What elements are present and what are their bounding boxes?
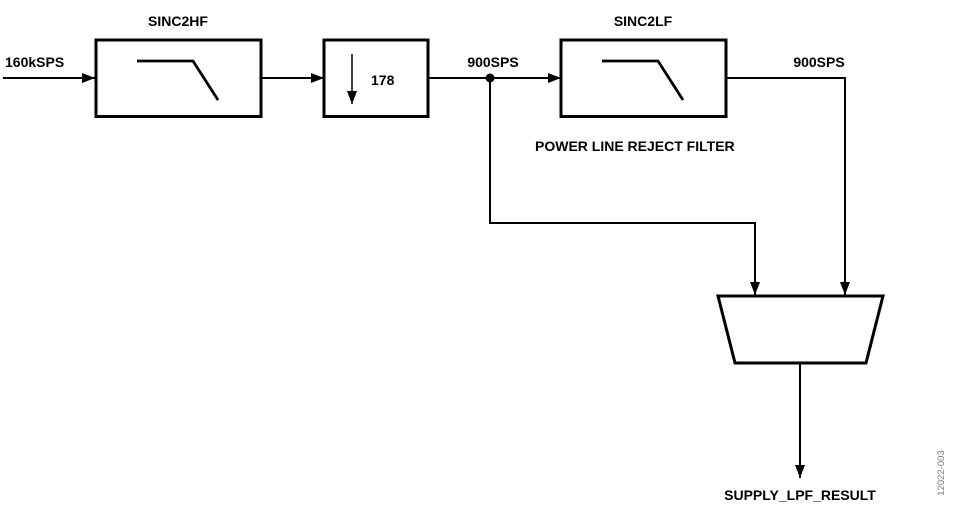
lowpass-filter-curve-icon (137, 59, 220, 101)
sinc2lf-to-mux-arrow (726, 77, 850, 295)
bypass-to-mux-arrow (489, 78, 760, 295)
figure-code-label: 12022-003 (936, 450, 947, 495)
output-rate-label: 900SPS (793, 54, 844, 70)
sinc2hf-title: SINC2HF (148, 13, 208, 29)
sinc2lf-caption: POWER LINE REJECT FILTER (535, 138, 735, 154)
mid-rate-label: 900SPS (467, 54, 518, 70)
lowpass-filter-curve-icon (602, 59, 685, 101)
sinc2lf-block (559, 38, 728, 118)
sinc2hf-block (94, 38, 263, 118)
mux-trapezoid (716, 294, 885, 365)
result-label: SUPPLY_LPF_RESULT (724, 487, 876, 503)
decimator-block (322, 38, 430, 118)
decimation-factor-label: 178 (371, 72, 395, 88)
sinc2lf-title: SINC2LF (614, 13, 673, 29)
input-rate-label: 160kSPS (5, 54, 64, 70)
